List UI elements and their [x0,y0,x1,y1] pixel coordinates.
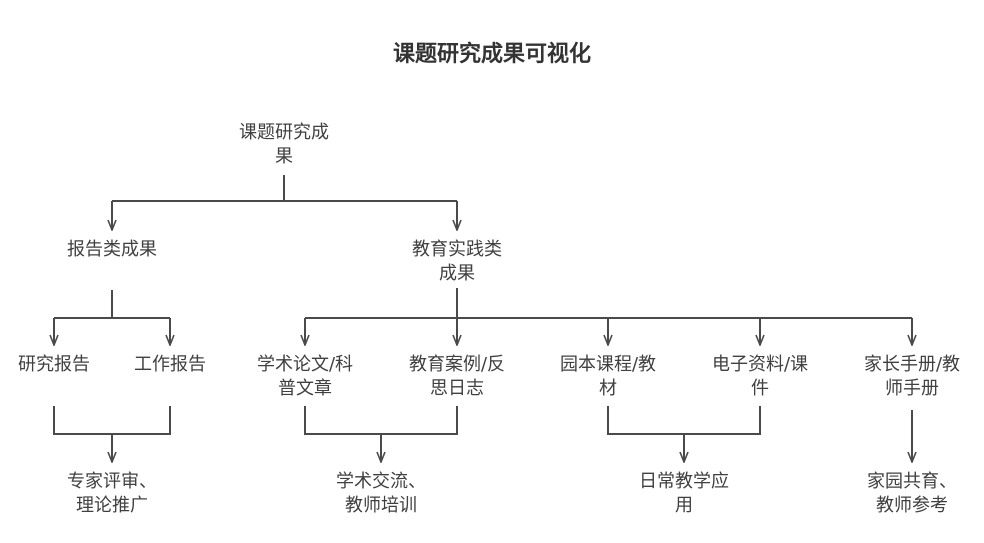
node-parent-handbook: 家长手册/教 师手册 [863,354,961,399]
edge-practice-split [305,288,912,319]
edge-curriculum-materials-merge [607,406,761,462]
node-daily-teaching-use: 日常教学应 用 [639,471,729,516]
node-research-report: 研究报告 [18,354,90,375]
edge-root-split [112,175,457,202]
node-root: 课题研究成 果 [239,122,329,167]
diagram-title: 课题研究成果可视化 [392,42,591,67]
node-practice-outcomes: 教育实践类 成果 [412,239,502,284]
node-work-report: 工作报告 [134,354,206,375]
node-home-school-coeducation: 家园共育、 教师参考 [867,471,957,516]
node-education-cases: 教育案例/反 思日志 [408,354,506,399]
node-report-outcomes: 报告类成果 [67,239,157,260]
edge-reports-merge [53,406,171,462]
edge-report-split [54,290,170,319]
node-academic-papers: 学术论文/科 普文章 [256,354,354,399]
edge-papers-cases-merge [304,406,458,462]
node-school-curriculum: 园本课程/教 材 [559,354,657,399]
node-electronic-materials: 电子资料/课 件 [711,354,809,399]
node-expert-review: 专家评审、 理论推广 [67,471,157,516]
node-academic-exchange: 学术交流、 教师培训 [336,471,426,516]
